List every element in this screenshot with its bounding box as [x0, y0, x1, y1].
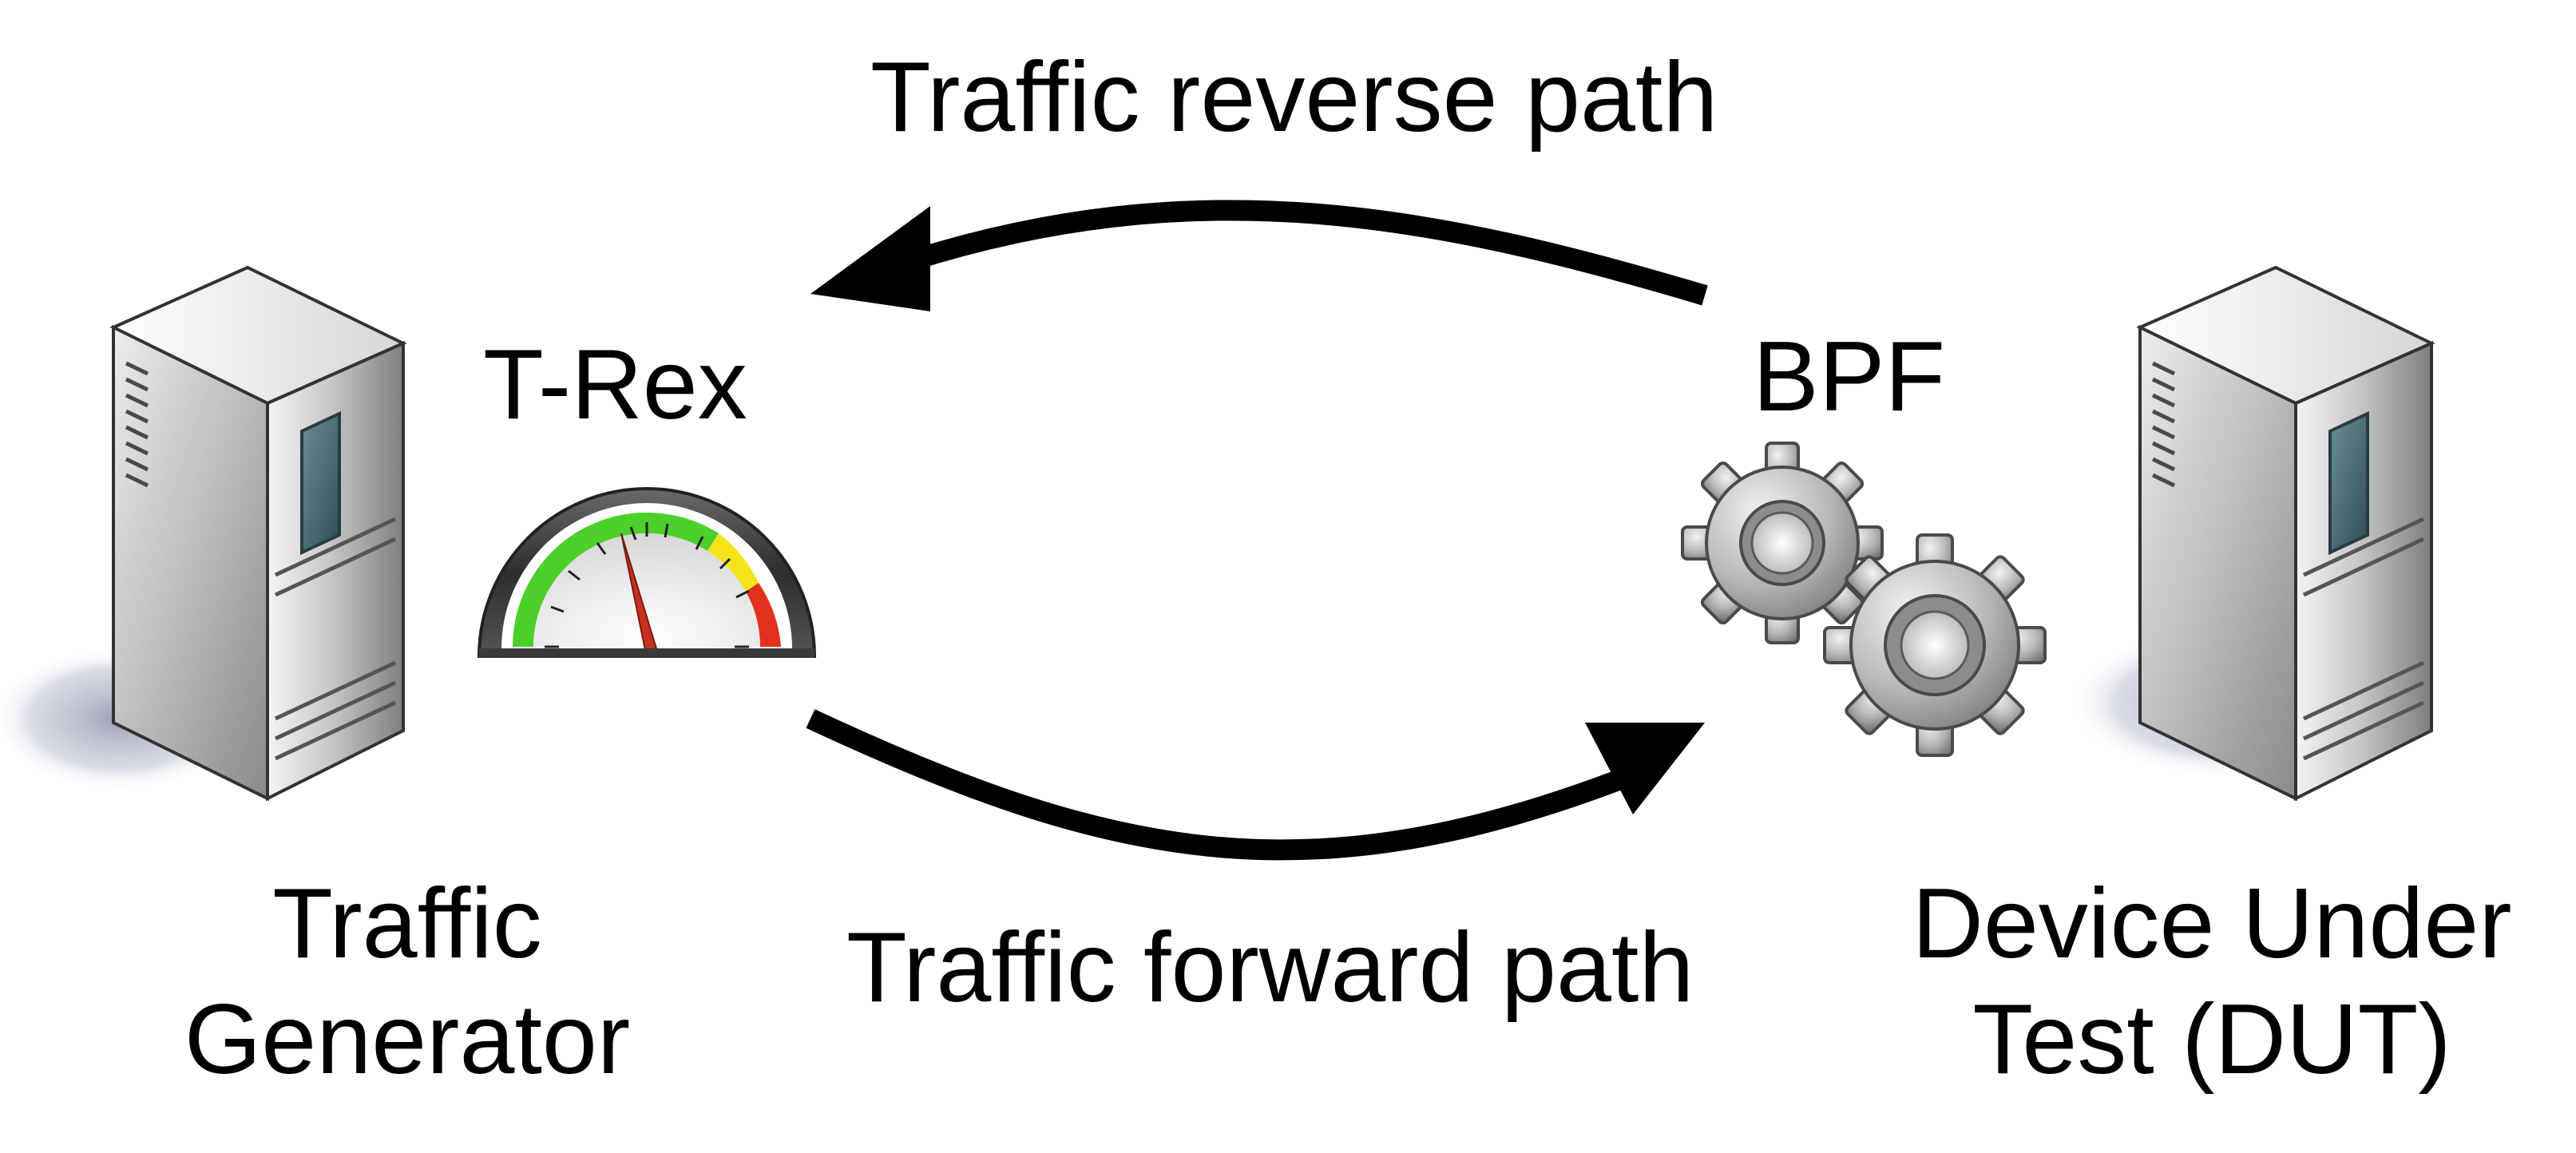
reverse-path-label: Traffic reverse path [870, 42, 1718, 153]
traffic-generator-label-line2: Generator [184, 985, 631, 1095]
bpf-label: BPF [1753, 322, 1946, 432]
dut-label-line1: Device Under [1912, 869, 2512, 979]
trex-speedometer-icon [477, 487, 817, 658]
dut-label-line2: Test (DUT) [1972, 985, 2451, 1095]
dut-server-icon [2068, 265, 2435, 802]
trex-label: T-Rex [483, 330, 747, 440]
bpf-gears-icon [1681, 442, 2047, 757]
traffic-generator-label-line1: Traffic [272, 869, 542, 979]
forward-path-label: Traffic forward path [846, 913, 1694, 1023]
forward-path-arrow [806, 709, 1705, 861]
traffic-generator-server-icon [0, 265, 407, 802]
reverse-path-arrow [810, 200, 1708, 311]
